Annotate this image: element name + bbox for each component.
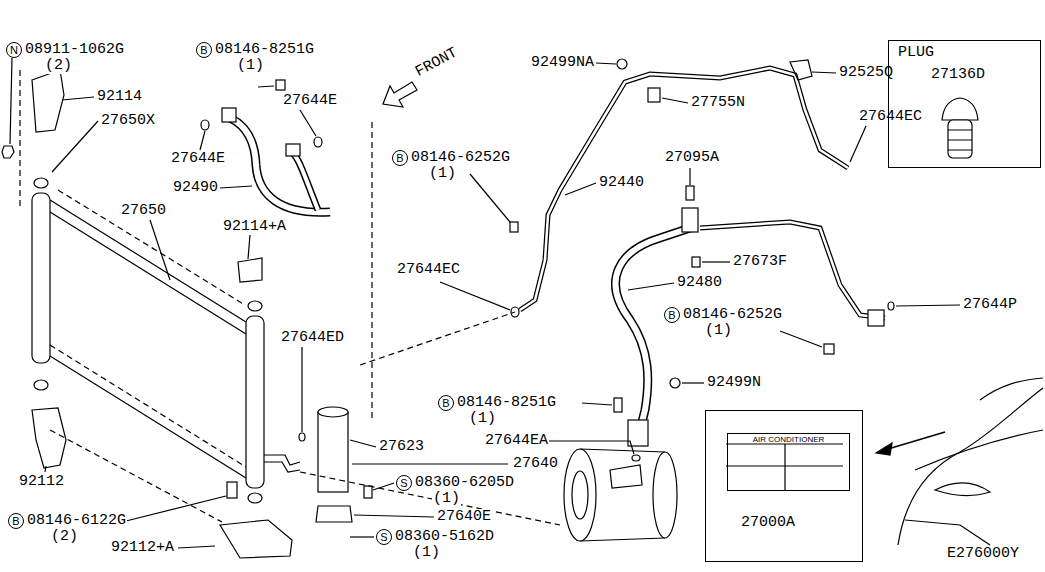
callout-number: 92499NA: [530, 55, 595, 71]
callout-number: (1): [468, 411, 497, 427]
symbol-letter: N: [6, 42, 22, 58]
symbol-letter: B: [664, 307, 680, 323]
callout-number: 27755N: [690, 95, 746, 111]
callout-number: 92490: [172, 180, 219, 196]
callout-number: (1): [412, 545, 441, 561]
symbol-letter: S: [396, 475, 412, 491]
callout-number: (2): [50, 529, 79, 545]
symbol-letter: B: [438, 395, 454, 411]
inset-heading: PLUG: [898, 45, 934, 61]
label-box: 27000A AIR CONDITIONER: [705, 410, 863, 562]
callout-number: 27136D: [931, 67, 985, 83]
illustration: [2, 58, 1043, 558]
callout-number: 27644E: [170, 151, 226, 167]
callout-number: 92499N: [706, 375, 762, 391]
symbol-letter: B: [392, 150, 408, 166]
callout-number: (1): [432, 491, 461, 507]
direction-label: FRONT: [412, 45, 461, 81]
callout-number: (2): [44, 58, 73, 74]
callout-number: 08146-8251G: [214, 42, 315, 58]
caution-label: AIR CONDITIONER: [727, 433, 850, 491]
callout-number: 27644EC: [396, 262, 461, 278]
symbol-letter: B: [8, 513, 24, 529]
callout-number: 27644EC: [858, 109, 923, 125]
symbol-letter: S: [376, 529, 392, 545]
callout-number: 27640E: [436, 509, 492, 525]
callout-number: 27000A: [741, 515, 795, 531]
callout-number: 27644E: [282, 93, 338, 109]
callout-number: 27640: [512, 456, 559, 472]
callout-number: 27623: [378, 439, 425, 455]
callout-number: (1): [236, 58, 265, 74]
callout-number: 92112+A: [110, 540, 175, 556]
callout-number: 92525Q: [838, 65, 894, 81]
callout-number: 08146-6252G: [410, 150, 511, 166]
callout-number: 27644ED: [280, 330, 345, 346]
inset-box: PLUG 27136D: [888, 40, 1041, 168]
callout-number: 27650: [120, 203, 167, 219]
label-heading: AIR CONDITIONER: [728, 435, 849, 445]
callout-number: 92112: [18, 474, 65, 490]
callout-number: 92114: [96, 89, 143, 105]
callout-number: 27644EA: [484, 433, 549, 449]
callout-number: 08146-6122G: [26, 513, 127, 529]
callout-number: 27644P: [962, 297, 1018, 313]
callout-number: (1): [428, 166, 457, 182]
callout-number: 27095A: [664, 150, 720, 166]
callout-number: (1): [704, 323, 733, 339]
callout-number: 08146-6252G: [682, 307, 783, 323]
symbol-letter: B: [196, 42, 212, 58]
callout-number: 08146-8251G: [456, 395, 557, 411]
callout-number: 27650X: [100, 113, 156, 129]
callout-number: 92480: [676, 275, 723, 291]
callout-number: 92440: [598, 175, 645, 191]
callout-number: 92114+A: [222, 219, 287, 235]
callout-number: 08911-1062G: [24, 42, 125, 58]
callout-number: 08360-5162D: [394, 529, 495, 545]
callout-number: 27673F: [732, 254, 788, 270]
callout-number: 08360-6205D: [414, 475, 515, 491]
diagram-code: E276000Y: [946, 546, 1020, 562]
